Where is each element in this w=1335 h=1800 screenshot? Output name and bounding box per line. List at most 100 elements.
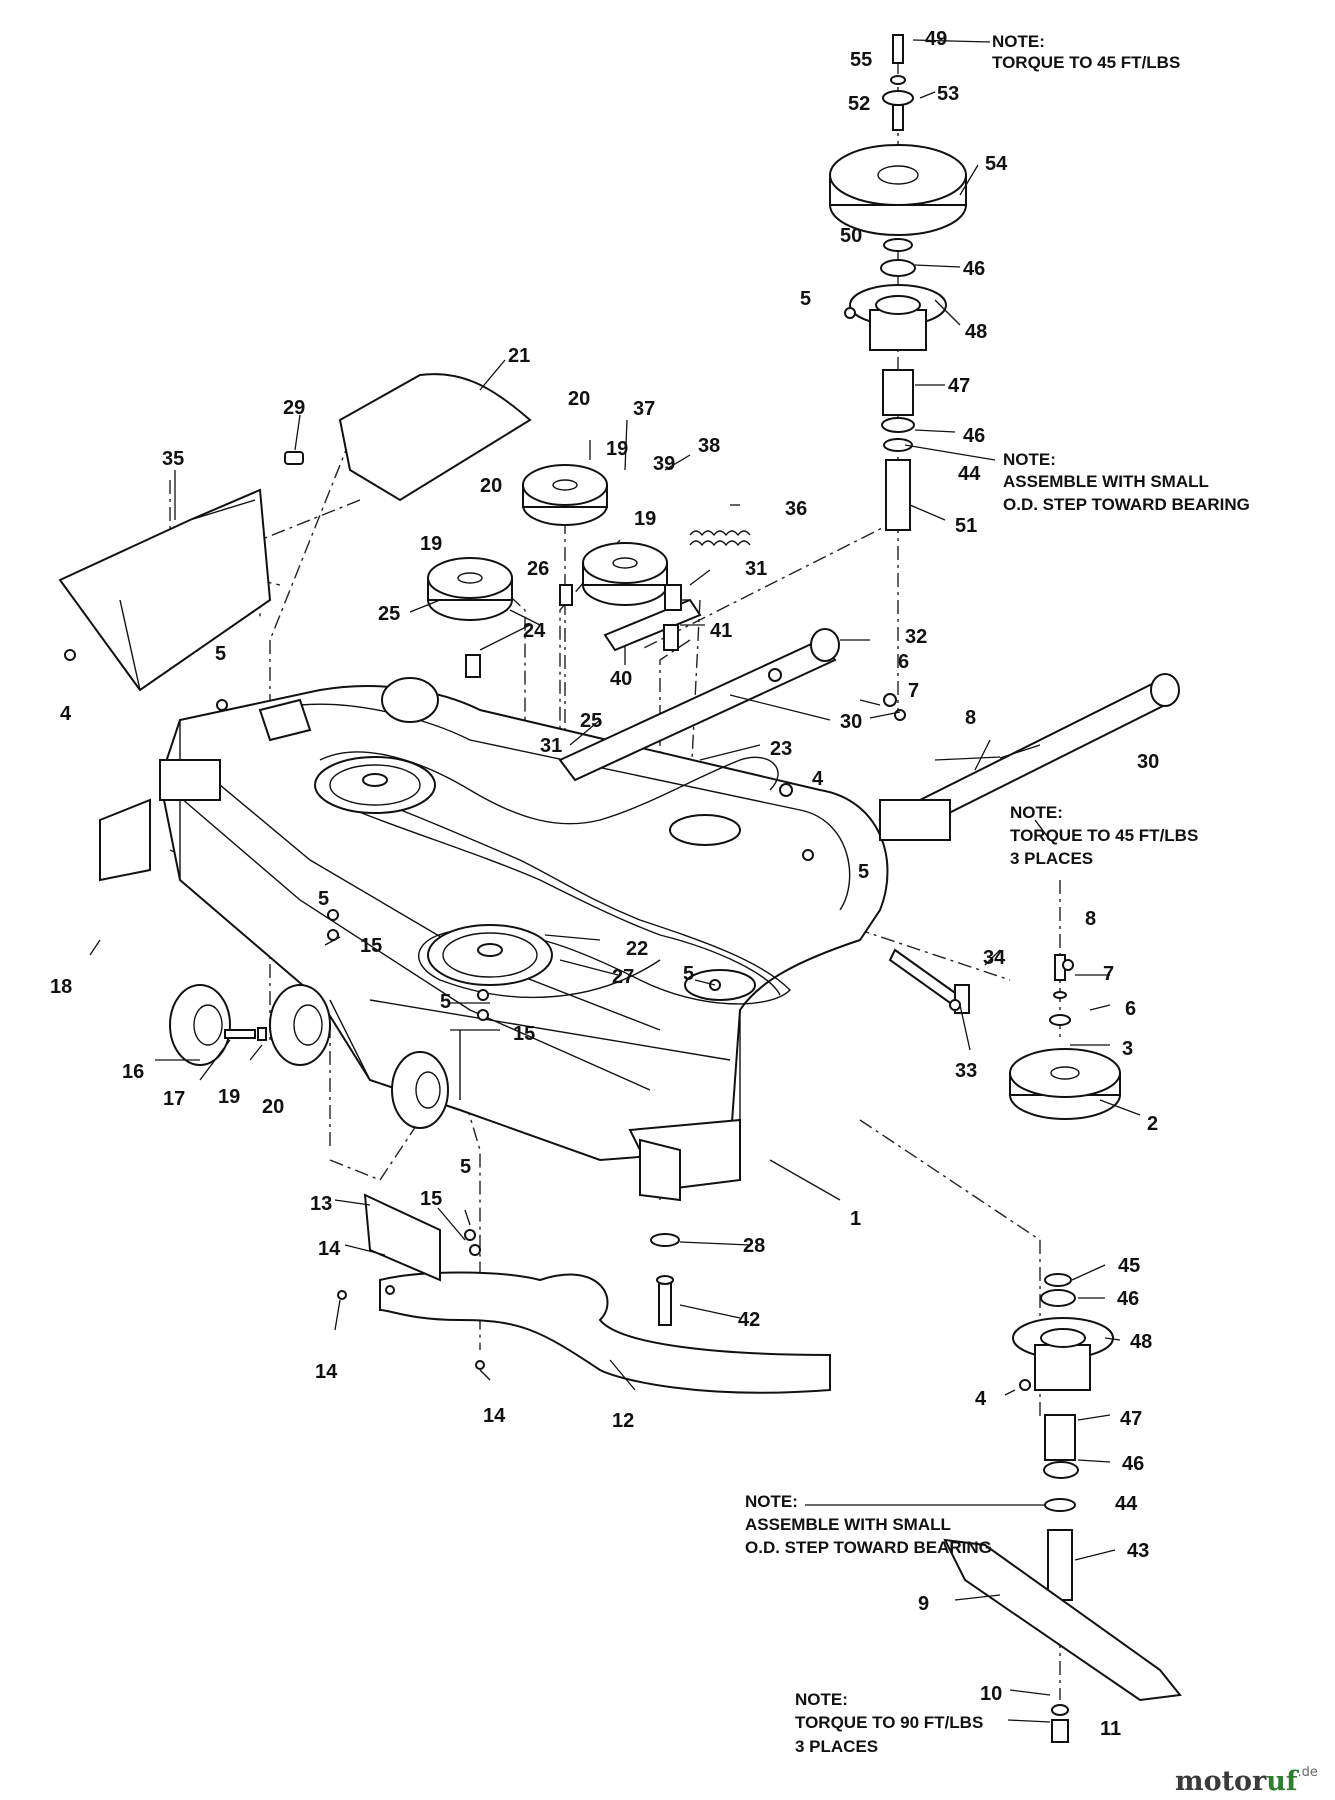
callout-38: 38 bbox=[698, 435, 720, 457]
callout-15-bracket: 15 bbox=[420, 1188, 442, 1210]
caster-wheel-rear bbox=[381, 677, 439, 723]
idler-pulley-26 bbox=[522, 464, 608, 526]
blade-9 bbox=[943, 1538, 1182, 1702]
callout-27: 27 bbox=[612, 966, 634, 988]
callout-10: 10 bbox=[980, 1683, 1002, 1705]
callout-25-left: 25 bbox=[378, 603, 400, 625]
note-assemble-bottom: NOTE: ASSEMBLE WITH SMALL O.D. STEP TOWA… bbox=[745, 1492, 992, 1557]
callout-16: 16 bbox=[122, 1061, 144, 1083]
callout-31-center: 31 bbox=[540, 735, 562, 757]
caster-wheel-left-2 bbox=[269, 984, 331, 1066]
callout-4-bottom: 4 bbox=[975, 1388, 987, 1410]
callout-47-bottom: 47 bbox=[1120, 1408, 1142, 1430]
callout-25-center: 25 bbox=[580, 710, 602, 732]
callout-36: 36 bbox=[785, 498, 807, 520]
callout-4-center: 4 bbox=[812, 768, 824, 790]
note-torque-top-line-2: TORQUE TO 45 FT/LBS bbox=[992, 53, 1180, 72]
idler-pulley-25a bbox=[427, 557, 513, 621]
callout-11: 11 bbox=[1100, 1718, 1121, 1740]
callout-45: 45 bbox=[1118, 1255, 1140, 1277]
note-torque-right: NOTE: TORQUE TO 45 FT/LBS 3 PLACES bbox=[1010, 803, 1198, 868]
callout-34: 34 bbox=[983, 947, 1006, 969]
leader-lines bbox=[89, 39, 1141, 1723]
spindle-top bbox=[829, 34, 967, 531]
callout-13: 13 bbox=[310, 1193, 332, 1215]
callout-14-bottom: 14 bbox=[483, 1405, 506, 1427]
deck-pulley-left bbox=[314, 756, 436, 814]
callout-19-right: 19 bbox=[634, 508, 656, 530]
callout-49: 49 bbox=[925, 28, 947, 50]
callout-19-wheel: 19 bbox=[218, 1086, 240, 1108]
callout-5-left: 5 bbox=[215, 643, 226, 665]
idler-pulley-25b bbox=[582, 542, 668, 606]
callout-8-right: 8 bbox=[1085, 908, 1096, 930]
callout-29: 29 bbox=[283, 397, 305, 419]
note-assemble-top-line-3: O.D. STEP TOWARD BEARING bbox=[1003, 495, 1250, 514]
belt-cover-35 bbox=[58, 488, 272, 692]
note-torque-right-line-1: NOTE: bbox=[1010, 803, 1063, 822]
callout-14-left: 14 bbox=[318, 1238, 341, 1260]
callout-48-top: 48 bbox=[965, 321, 987, 343]
callout-50: 50 bbox=[840, 225, 862, 247]
note-torque-right-line-2: TORQUE TO 45 FT/LBS bbox=[1010, 826, 1198, 845]
hardware bbox=[64, 307, 1074, 1391]
callout-7-top: 7 bbox=[908, 680, 919, 702]
callout-23: 23 bbox=[770, 738, 792, 760]
callout-21: 21 bbox=[508, 345, 530, 367]
callout-5-right: 5 bbox=[858, 861, 869, 883]
callout-20-wheel: 20 bbox=[262, 1096, 284, 1118]
note-torque-top: NOTE: TORQUE TO 45 FT/LBS bbox=[992, 32, 1180, 72]
idler-arm-40 bbox=[603, 584, 702, 652]
callout-47-top: 47 bbox=[948, 375, 970, 397]
callout-42: 42 bbox=[738, 1309, 760, 1331]
wheel-axle bbox=[224, 1027, 267, 1041]
callout-44-top: 44 bbox=[958, 463, 981, 485]
callout-40: 40 bbox=[610, 668, 632, 690]
callout-19-left: 19 bbox=[420, 533, 442, 555]
svg-text:motoruf.de: motoruf.de bbox=[1175, 1765, 1318, 1797]
callout-7-right: 7 bbox=[1103, 963, 1114, 985]
callout-39: 39 bbox=[653, 453, 675, 475]
note-torque-bottom: NOTE: TORQUE TO 90 FT/LBS 3 PLACES bbox=[795, 1690, 983, 1756]
callout-6-top: 6 bbox=[898, 651, 909, 673]
callout-17: 17 bbox=[163, 1088, 185, 1110]
watermark-part-a: motor bbox=[1175, 1766, 1267, 1797]
callout-5-belt: 5 bbox=[683, 963, 694, 985]
note-torque-right-line-3: 3 PLACES bbox=[1010, 849, 1093, 868]
note-assemble-top-line-1: NOTE: bbox=[1003, 450, 1056, 469]
watermark-logo: motoruf.de bbox=[1175, 1765, 1318, 1797]
spindle-pulley-2 bbox=[1009, 954, 1121, 1120]
callout-48-bottom: 48 bbox=[1130, 1331, 1152, 1353]
callout-46-bottom-a: 46 bbox=[1117, 1288, 1139, 1310]
callout-15-top: 15 bbox=[360, 935, 382, 957]
callout-37: 37 bbox=[633, 398, 655, 420]
watermark-part-b: uf bbox=[1266, 1766, 1300, 1797]
callout-12: 12 bbox=[612, 1410, 634, 1432]
bracket-13 bbox=[363, 1193, 441, 1282]
callout-55: 55 bbox=[850, 49, 872, 71]
callout-6-right: 6 bbox=[1125, 998, 1136, 1020]
callout-14-lower: 14 bbox=[315, 1361, 338, 1383]
knob-29 bbox=[284, 451, 304, 465]
spacers bbox=[465, 584, 679, 678]
callout-5-bracket: 5 bbox=[460, 1156, 471, 1178]
deck-side-plates bbox=[159, 698, 661, 1091]
callout-3: 3 bbox=[1122, 1038, 1133, 1060]
belt-cover-21 bbox=[338, 373, 532, 502]
note-assemble-bottom-line-1: NOTE: bbox=[745, 1492, 798, 1511]
callout-51: 51 bbox=[955, 515, 977, 537]
callout-5-mid: 5 bbox=[318, 888, 329, 910]
callout-41: 41 bbox=[710, 620, 732, 642]
callout-5-spindle: 5 bbox=[800, 288, 811, 310]
callout-28: 28 bbox=[743, 1235, 765, 1257]
callout-24: 24 bbox=[523, 620, 546, 642]
callout-46-bottom-b: 46 bbox=[1122, 1453, 1144, 1475]
callout-18: 18 bbox=[50, 976, 72, 998]
callout-46-top-b: 46 bbox=[963, 425, 985, 447]
note-torque-bottom-line-2: TORQUE TO 90 FT/LBS bbox=[795, 1713, 983, 1732]
callout-22: 22 bbox=[626, 938, 648, 960]
callout-30-right: 30 bbox=[1137, 751, 1159, 773]
callout-19-top: 19 bbox=[606, 438, 628, 460]
note-assemble-bottom-line-3: O.D. STEP TOWARD BEARING bbox=[745, 1538, 992, 1557]
